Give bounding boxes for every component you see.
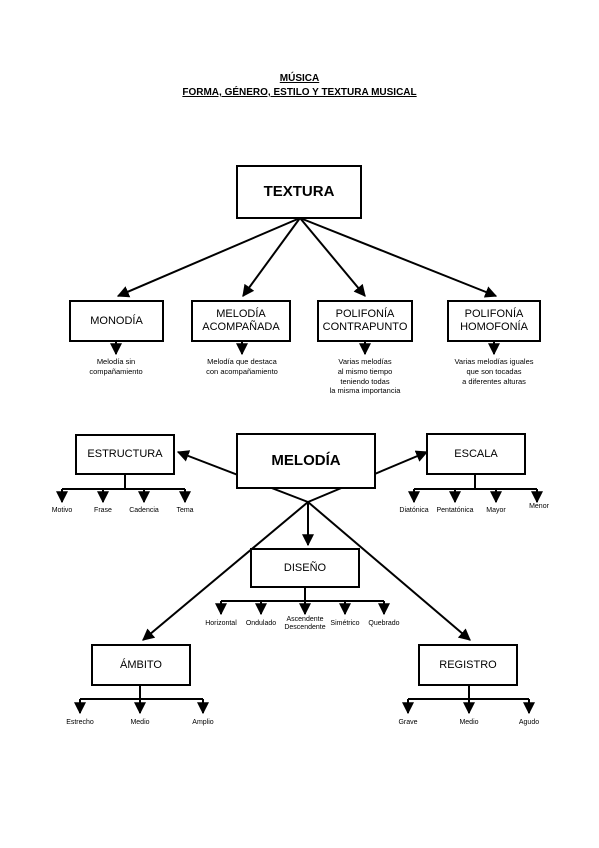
- diseno-item: Ondulado: [245, 620, 277, 627]
- page-subtitle: FORMA, GÉNERO, ESTILO Y TEXTURA MUSICAL: [182, 87, 417, 98]
- registro-item: Agudo: [518, 719, 540, 726]
- escala-box: ESCALA: [426, 433, 526, 475]
- arrow-melodia-ambito: [142, 501, 309, 641]
- diseno-item: Horizontal: [205, 620, 237, 627]
- estructura-item: Motivo: [51, 507, 73, 514]
- arrow-textura-melodia-acompanada: [242, 217, 301, 297]
- melodia-acompanada-box: MELODÍA ACOMPAÑADA: [191, 300, 291, 342]
- arrow-textura-homofonia: [299, 217, 498, 298]
- ambito-item: Amplio: [192, 719, 214, 726]
- polifonia-homofonia-description: Varias melodías iguales que son tocadas …: [454, 357, 534, 386]
- diseno-item: Simétrico: [330, 620, 360, 627]
- escala-item: Mayor: [486, 507, 506, 514]
- registro-box: REGISTRO: [418, 644, 518, 686]
- registro-item: Medio: [459, 719, 479, 726]
- melodia-acompanada-description: Melodía que destaca con acompañamiento: [206, 357, 278, 376]
- ambito-item: Estrecho: [66, 719, 94, 726]
- arrow-textura-contrapunto: [299, 217, 366, 297]
- arrow-melodia-registro: [307, 501, 471, 641]
- monodia-box: MONODÍA: [69, 300, 164, 342]
- diseno-item: Quebrado: [368, 620, 400, 627]
- melodia-box: MELODÍA: [236, 433, 376, 489]
- polifonia-homofonia-box: POLIFONÍA HOMOFONÍA: [447, 300, 541, 342]
- page-title: MÚSICA: [279, 73, 320, 84]
- ambito-item: Medio: [130, 719, 150, 726]
- estructura-item: Frase: [94, 507, 112, 514]
- ambito-box: ÁMBITO: [91, 644, 191, 686]
- escala-item: Menor: [529, 503, 549, 510]
- diseno-item: Ascendente Descendente: [284, 616, 326, 632]
- registro-item: Grave: [398, 719, 418, 726]
- estructura-item: Tema: [176, 507, 194, 514]
- escala-item: Pentatónica: [436, 507, 474, 514]
- estructura-box: ESTRUCTURA: [75, 434, 175, 475]
- textura-box: TEXTURA: [236, 165, 362, 219]
- escala-item: Diatónica: [399, 507, 429, 514]
- arrow-textura-monodia: [116, 217, 301, 298]
- polifonia-contrapunto-description: Varias melodías al mismo tiempo teniendo…: [329, 357, 401, 396]
- monodia-description: Melodía sin compañamiento: [89, 357, 143, 376]
- diseno-box: DISEÑO: [250, 548, 360, 588]
- polifonia-contrapunto-box: POLIFONÍA CONTRAPUNTO: [317, 300, 413, 342]
- estructura-item: Cadencia: [129, 507, 159, 514]
